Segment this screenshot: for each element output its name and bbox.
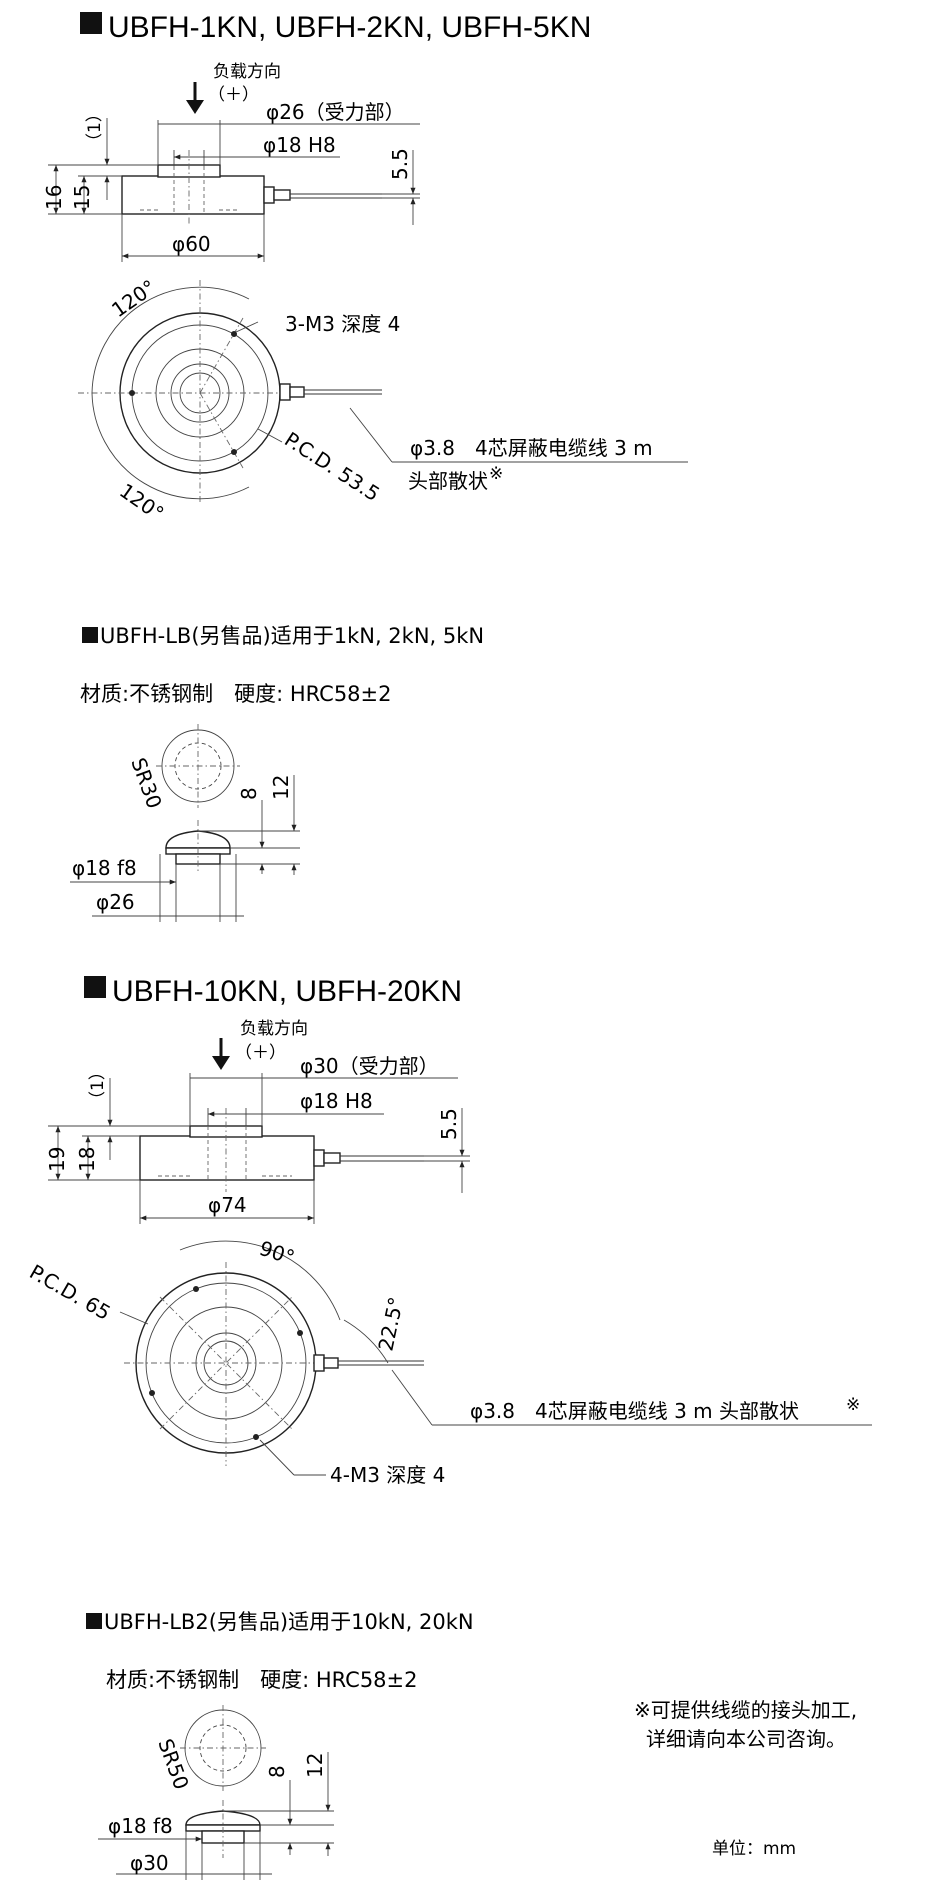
sr-label: SR30: [126, 755, 166, 812]
section4-title: UBFH-LB2(另售品)适用于10kN, 20kN: [104, 1610, 474, 1634]
dim-18: 18: [75, 1147, 99, 1172]
dim-8: 8: [265, 1765, 289, 1778]
title-square-icon: [82, 627, 98, 643]
section2: UBFH-LB(另售品)适用于1kN, 2kN, 5kN 材质:不锈钢制 硬度:…: [70, 624, 484, 922]
load-arrowhead-icon: [212, 1056, 230, 1070]
leader-line: [349, 407, 393, 463]
dim-force-part: φ30（受力部）: [300, 1054, 439, 1078]
angle-bottom: 120°: [115, 478, 168, 525]
connector-top: [279, 383, 291, 401]
pcd-label: P.C.D. 65: [26, 1260, 115, 1325]
connector-top: [313, 1354, 325, 1372]
leader-line: [119, 1311, 149, 1325]
dim-dia: φ26: [96, 890, 135, 914]
title-square-icon: [84, 976, 106, 998]
cable-note: φ3.8 4芯屏蔽电缆线 3 m 头部散状: [470, 1399, 799, 1423]
dim-5-5: 5.5: [388, 148, 412, 180]
cell-body-side: [139, 1135, 315, 1181]
angle-22-5: 22.5°: [373, 1295, 408, 1353]
angle-arc: [343, 1319, 389, 1364]
dim-bore: φ18 H8: [300, 1089, 373, 1113]
dim-15: 15: [70, 185, 94, 210]
leader-line: [259, 1439, 295, 1476]
connector-nut-side: [273, 189, 291, 201]
load-arrowhead-icon: [186, 100, 204, 114]
dim-12: 12: [269, 775, 293, 800]
section3-title: UBFH-10KN, UBFH-20KN: [112, 975, 462, 1008]
leader-line: [391, 1369, 433, 1426]
dim-16: 16: [42, 185, 66, 210]
section2-material: 材质:不锈钢制 硬度: HRC58±2: [80, 682, 392, 706]
dim-one: （1）: [85, 105, 105, 150]
dim-fit: φ18 f8: [72, 856, 137, 880]
dim-one: （1）: [88, 1063, 108, 1108]
section4: UBFH-LB2(另售品)适用于10kN, 20kN 材质:不锈钢制 硬度: H…: [86, 1610, 474, 1880]
angle-arc: [91, 392, 250, 500]
section1-side-view: UBFH-1KN, UBFH-2KN, UBFH-5KN 负载方向 （＋） φ2…: [42, 11, 591, 262]
button-top-inner: [199, 1724, 247, 1772]
section1-top-view: 120° 120° 3-M3 深度 4 P.C.D. 53.5 φ3.8 4芯屏…: [78, 275, 688, 526]
thread-note: 3-M3 深度 4: [285, 312, 400, 336]
connector-nut-top: [323, 1357, 339, 1369]
screw-hole: [253, 1434, 259, 1440]
unit-label: 单位：mm: [712, 1839, 796, 1859]
cell-body-side: [121, 175, 265, 215]
section4-material: 材质:不锈钢制 硬度: HRC58±2: [106, 1668, 418, 1692]
dim-force-part: φ26（受力部）: [266, 100, 405, 124]
center-line: [159, 1296, 293, 1430]
cable-mark: ※: [846, 1395, 860, 1415]
center-line: [199, 392, 244, 469]
center-line: [199, 317, 244, 394]
section3-top-view: 90° 22.5° P.C.D. 65 φ3.8 4芯屏蔽电缆线 3 m 头部散…: [26, 1236, 872, 1487]
dim-diameter: φ74: [208, 1193, 247, 1217]
leader-line: [257, 428, 283, 443]
screw-hole: [297, 1330, 303, 1336]
screw-hole: [149, 1390, 155, 1396]
load-direction-label: 负载方向: [240, 1019, 308, 1039]
section2-title: UBFH-LB(另售品)适用于1kN, 2kN, 5kN: [100, 624, 484, 648]
dim-19: 19: [45, 1147, 69, 1172]
angle-90: 90°: [256, 1236, 297, 1270]
cable-end: 头部散状: [408, 469, 488, 493]
angle-arc: [91, 286, 250, 394]
cable-note: φ3.8 4芯屏蔽电缆线 3 m: [410, 436, 653, 460]
screw-hole: [231, 449, 237, 455]
screw-hole: [193, 1286, 199, 1292]
connector-side: [313, 1149, 325, 1167]
leader-line: [235, 321, 259, 333]
connector-side: [263, 186, 275, 204]
footnote-line2: 详细请向本公司咨询。: [646, 1727, 846, 1751]
cable-mark: ※: [489, 464, 503, 484]
load-sign-label: （＋）: [208, 85, 259, 105]
connector-nut-top: [289, 386, 305, 398]
dim-12: 12: [303, 1753, 327, 1778]
dim-dia: φ30: [130, 1851, 169, 1875]
center-line: [159, 1296, 293, 1430]
pcd-label: P.C.D. 53.5: [280, 427, 384, 506]
load-direction-label: 负载方向: [213, 62, 281, 82]
dim-5-5: 5.5: [437, 1108, 461, 1140]
screw-hole: [129, 390, 135, 396]
sr-label: SR50: [153, 1736, 193, 1793]
dim-diameter: φ60: [172, 232, 211, 256]
angle-top: 120°: [107, 275, 160, 322]
dim-fit: φ18 f8: [108, 1814, 173, 1838]
section1-title: UBFH-1KN, UBFH-2KN, UBFH-5KN: [108, 11, 591, 44]
load-sign-label: （＋）: [235, 1043, 286, 1063]
connector-nut-side: [323, 1152, 341, 1164]
footnote-line1: ※可提供线缆的接头加工,: [634, 1698, 857, 1722]
dim-8: 8: [237, 787, 261, 800]
title-square-icon: [80, 12, 102, 34]
screw-hole: [231, 331, 237, 337]
angle-arc: [179, 1240, 341, 1321]
dim-bore: φ18 H8: [263, 133, 336, 157]
section3-side-view: UBFH-10KN, UBFH-20KN 负载方向 （＋） φ30（受力部） φ…: [45, 975, 470, 1224]
thread-note: 4-M3 深度 4: [330, 1463, 445, 1487]
title-square-icon: [86, 1613, 102, 1629]
bore-circle-inner: [179, 372, 221, 414]
